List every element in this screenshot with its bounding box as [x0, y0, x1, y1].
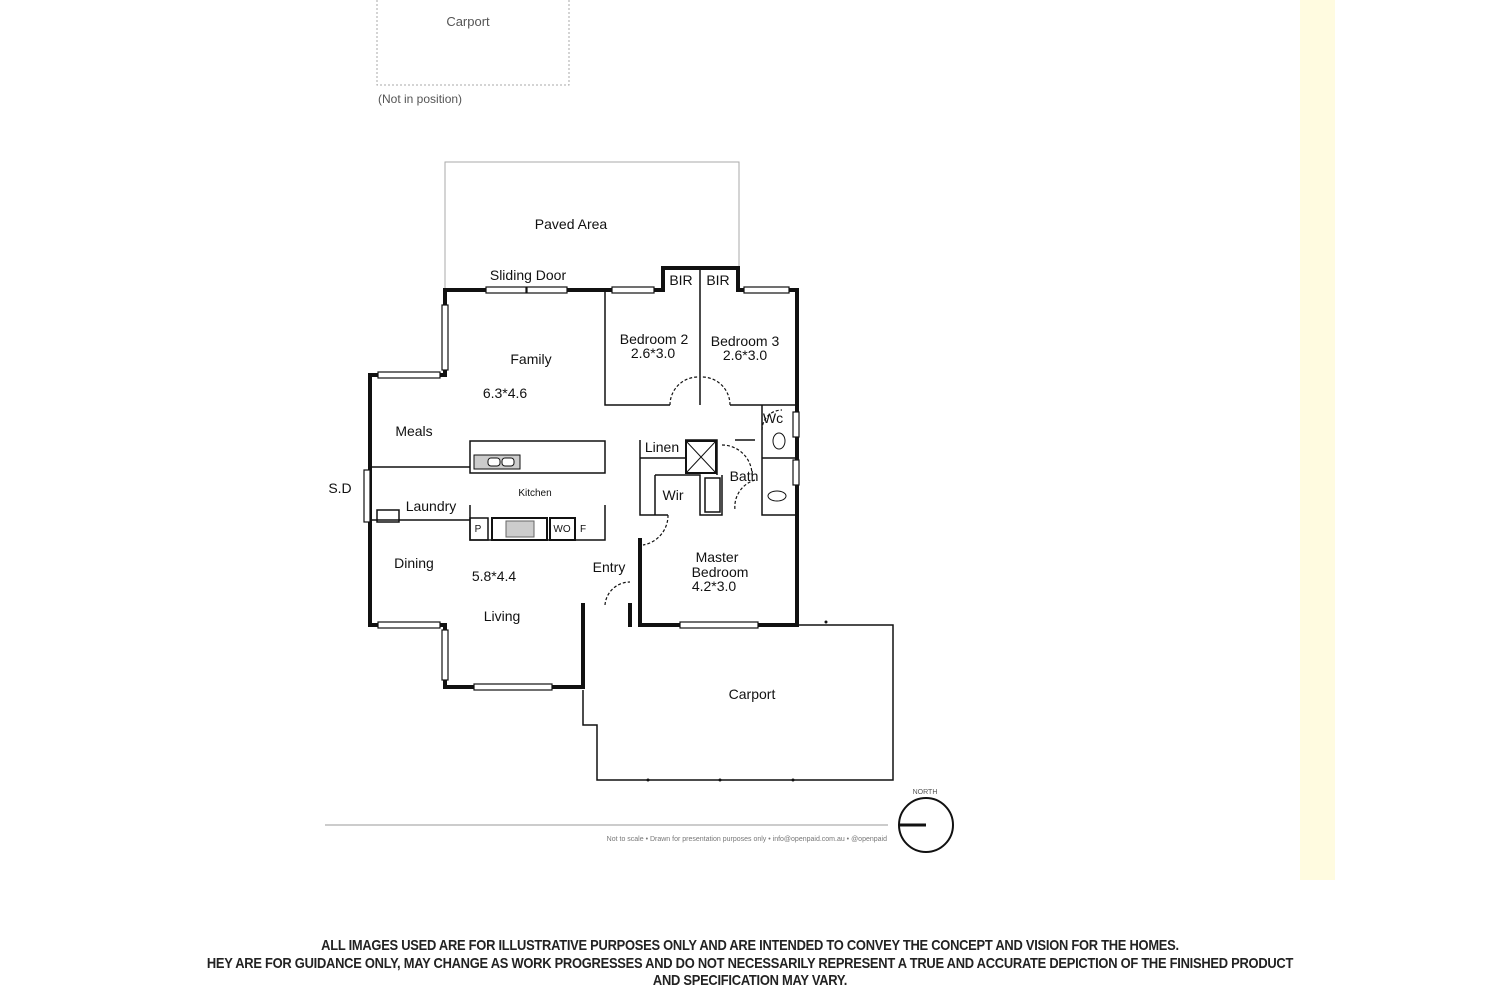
sliding-door-label: Sliding Door — [490, 267, 567, 283]
sliding-door-window — [485, 286, 527, 294]
room-size-living: 5.8*4.4 — [472, 568, 517, 584]
sliding-door-window — [526, 286, 568, 294]
room-label-master-bedroom: Master — [696, 549, 739, 565]
room-label-living: Living — [484, 608, 521, 624]
wall-oven-label: WO — [553, 524, 570, 535]
window — [611, 286, 655, 294]
room-label-entry: Entry — [593, 559, 626, 575]
room-label-bedroom-3: Bedroom 3 — [711, 333, 780, 349]
footer-note: Not to scale • Drawn for presentation pu… — [607, 836, 887, 843]
fridge-label: F — [580, 524, 586, 535]
sd-label: S.D — [328, 480, 351, 496]
window — [441, 304, 449, 371]
room-size-family: 6.3*4.6 — [483, 385, 528, 401]
bath-vanity-icon — [704, 477, 721, 513]
kitchen-island — [469, 440, 606, 474]
disclaimer-line: ALL IMAGES USED ARE FOR ILLUSTRATIVE PUR… — [321, 937, 1179, 954]
room-size-master-bedroom: 4.2*3.0 — [692, 578, 737, 594]
north-compass-icon: NORTH — [898, 789, 954, 853]
window — [792, 411, 800, 438]
kitchen-partition — [370, 466, 470, 521]
room-label-paved-area: Paved Area — [535, 216, 608, 232]
window — [377, 371, 441, 379]
bir-label: BIR — [669, 272, 692, 288]
room-label-family: Family — [510, 351, 551, 367]
window — [377, 621, 441, 629]
room-label-master-bedroom: Bedroom — [692, 564, 749, 580]
window — [792, 459, 800, 486]
room-label-bedroom-2: Bedroom 2 — [620, 331, 689, 347]
room-size-bedroom-3: 2.6*3.0 — [723, 347, 768, 363]
basin-icon — [767, 490, 787, 502]
room-label-linen: Linen — [645, 439, 679, 455]
room-label-meals: Meals — [395, 423, 432, 439]
room-label-laundry: Laundry — [406, 498, 457, 514]
room-size-bedroom-2: 2.6*3.0 — [631, 345, 676, 361]
window — [743, 286, 790, 294]
carport-not-in-position: Carport (Not in position) — [376, 0, 570, 106]
window — [473, 683, 553, 691]
window — [441, 629, 449, 681]
room-label-kitchen: Kitchen — [518, 488, 551, 499]
room-label-bath: Bath — [730, 468, 759, 484]
pantry-label: P — [475, 524, 482, 535]
carport-outline — [582, 624, 894, 781]
not-in-position-note: (Not in position) — [378, 92, 462, 106]
floor-plan: Carport (Not in position) Paved Area Sli… — [325, 0, 954, 853]
bir-label: BIR — [706, 272, 729, 288]
disclaimer-line: HEY ARE FOR GUIDANCE ONLY, MAY CHANGE AS… — [206, 954, 1294, 972]
room-label-wc: Wc — [763, 410, 783, 426]
room-label-carport-top: Carport — [446, 14, 490, 29]
north-label: NORTH — [913, 789, 938, 796]
yellow-margin-strip — [1300, 0, 1335, 880]
wall-oven — [549, 517, 576, 541]
room-label-carport: Carport — [729, 686, 776, 702]
sliding-door-sd — [363, 469, 371, 523]
disclaimer-line: AND SPECIFICATION MAY VARY. — [652, 972, 848, 989]
room-label-dining: Dining — [394, 555, 434, 571]
window — [679, 621, 759, 629]
room-label-wir: Wir — [663, 487, 684, 503]
disclaimer: ALL IMAGES USED ARE FOR ILLUSTRATIVE PUR… — [105, 937, 1395, 990]
paved-area-outline — [444, 161, 740, 290]
toilet-icon — [772, 432, 786, 450]
laundry-tub — [376, 509, 400, 523]
bedroom-doors — [669, 376, 731, 406]
doors — [604, 409, 783, 606]
